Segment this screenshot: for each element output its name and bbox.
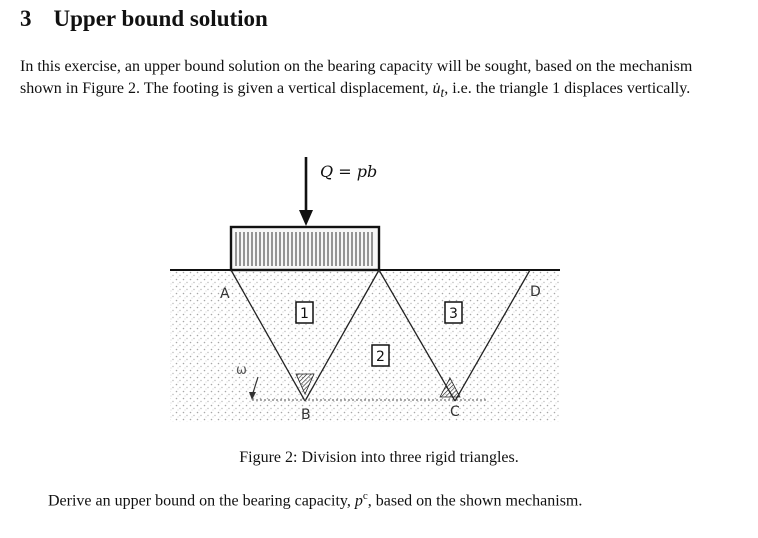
- footing-hatching: [235, 232, 373, 266]
- point-label-c: C: [450, 404, 460, 420]
- triangle-2-box: [371, 344, 390, 367]
- triangle-3-box: [444, 301, 463, 324]
- intro-sentence-1: In this exercise, an upper bound solutio…: [20, 58, 693, 97]
- triangle-2-label: 2: [376, 349, 385, 365]
- tip-wedge-c: [439, 377, 461, 398]
- section-number: 3: [20, 6, 32, 31]
- load-arrow: [299, 157, 313, 226]
- displacement-subscript: t: [440, 85, 445, 101]
- question-after: , based on the shown mechanism.: [367, 492, 583, 510]
- intro-sentence-2-before: The footing is given a vertical displace…: [143, 80, 429, 97]
- capacity-superscript: c: [362, 490, 368, 502]
- footing: [229, 225, 381, 272]
- intro-sentence-2-after: , i.e. the triangle 1 displaces vertical…: [444, 80, 691, 97]
- point-label-a: A: [220, 286, 230, 302]
- triangle-1-box: [295, 301, 314, 324]
- question-before: Derive an upper bound on the bearing cap…: [48, 492, 351, 510]
- section-title: Upper bound solution: [53, 6, 268, 31]
- capacity-symbol: p: [354, 492, 363, 510]
- question-paragraph: Derive an upper bound on the bearing cap…: [48, 490, 582, 510]
- section-heading: 3 Upper bound solution: [20, 6, 268, 32]
- velocity-label: ω: [236, 363, 247, 378]
- load-label: Q = pb: [320, 162, 377, 181]
- figure-caption: Figure 2: Division into three rigid tria…: [239, 449, 519, 466]
- point-label-d: D: [530, 284, 541, 300]
- triangle-3-label: 3: [449, 306, 458, 322]
- velocity-indicator: [249, 376, 486, 401]
- displacement-symbol: u̇: [432, 80, 441, 97]
- tip-wedge-b: [295, 373, 315, 395]
- slip-lines: [230, 269, 531, 402]
- intro-paragraph: In this exercise, an upper bound solutio…: [20, 56, 720, 104]
- triangle-1-label: 1: [300, 306, 309, 322]
- point-label-b: B: [301, 407, 311, 423]
- mechanism-figure: Q = pb ω 1 2 3 A B C D: [170, 157, 560, 423]
